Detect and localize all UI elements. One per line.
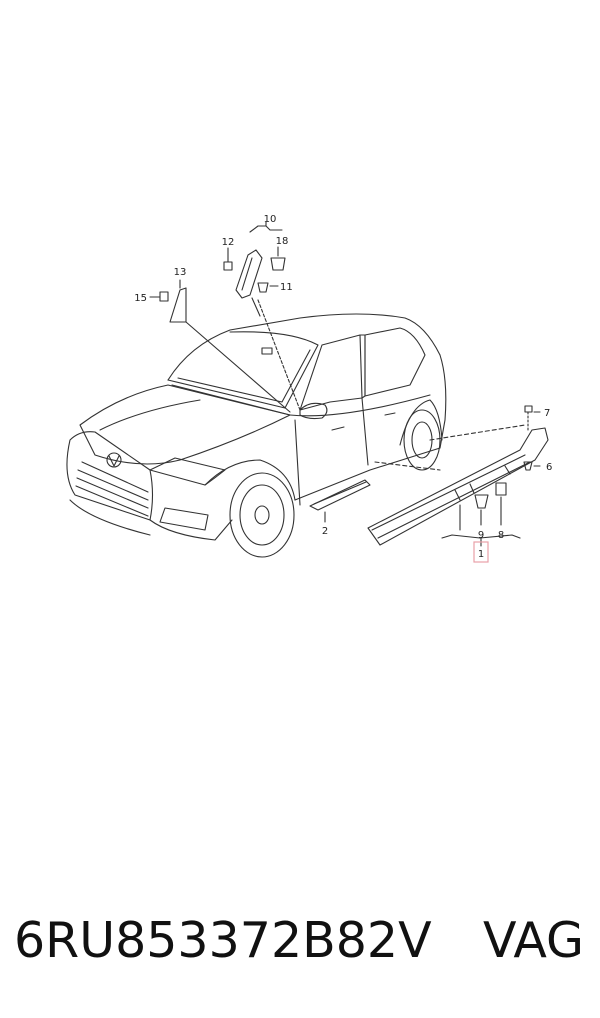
callout-12[interactable]: 12 (222, 237, 235, 248)
part-15-screw (149, 291, 169, 302)
callout-9[interactable]: 9 (478, 530, 484, 541)
car-illustration (66, 313, 447, 558)
part-9-clip (474, 494, 489, 526)
part-11-clip (257, 282, 279, 293)
part-8-clip (495, 482, 507, 526)
bracket-1 (441, 534, 521, 539)
part-12-screw (223, 247, 233, 271)
callout-8[interactable]: 8 (498, 530, 504, 541)
callout-15[interactable]: 15 (134, 293, 147, 304)
brand-label: VAG (482, 911, 584, 969)
part-13-triangle-trim (169, 279, 291, 413)
callout-13[interactable]: 13 (174, 267, 187, 278)
callout-7[interactable]: 7 (544, 408, 550, 419)
callout-1-highlight (473, 541, 489, 563)
part-1-sill-panel (367, 427, 549, 546)
part-10-pillar-trim (235, 221, 283, 317)
part-footer: 6RU853372B82V VAG (14, 905, 590, 975)
callout-2[interactable]: 2 (322, 526, 328, 537)
part-18-clip (270, 246, 286, 271)
part-6-clip (523, 461, 541, 471)
callout-18[interactable]: 18 (276, 236, 289, 247)
callout-1[interactable]: 1 (478, 549, 484, 560)
part-2-trim-strip (309, 479, 371, 523)
part-number: 6RU853372B82V (14, 911, 432, 969)
callout-10[interactable]: 10 (264, 214, 277, 225)
callout-6[interactable]: 6 (546, 462, 552, 473)
callout-11[interactable]: 11 (280, 282, 293, 293)
part-7-screw (524, 405, 541, 433)
